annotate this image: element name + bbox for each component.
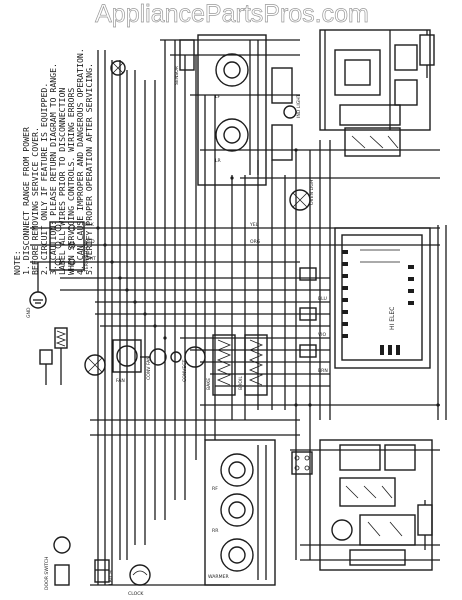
switch-icon — [344, 127, 401, 157]
sensor-device: SENSOR — [174, 39, 195, 85]
ground-icon: GND — [26, 262, 47, 318]
note-line-4: 3. CAUTION: PLEASE RETURN DIAGRAM TO RAN… — [48, 63, 58, 275]
terminal-block-label: TERM BLOCK — [84, 241, 90, 273]
top-right-relays — [319, 29, 431, 131]
bottom-connector — [291, 451, 313, 475]
wire-tag-red: RED — [85, 239, 95, 245]
wire-tag-blu: BLU — [318, 296, 327, 302]
note-line-0: NOTE: — [12, 250, 22, 275]
oven-light-label: OVEN LIGHT — [309, 177, 315, 205]
door-switch-label: DOOR SWITCH — [44, 557, 50, 590]
wire-tag-blk: BLK — [85, 222, 95, 228]
rf-label: RF — [212, 486, 218, 492]
note-line-3: 2. CIRCUIT ONLY IF FEATURE IS EQUIPPED. — [39, 83, 49, 275]
indicator-light: IND LIGHT — [283, 94, 302, 119]
top-left-lamp — [110, 60, 126, 76]
control-board: HI ELEC — [334, 227, 431, 369]
wire-color-tags: BLK RED WHT YEL ORG BLU VIO BRN — [85, 222, 328, 374]
board-connectors — [299, 267, 317, 358]
lr-label: LR — [215, 158, 222, 164]
bake-label: BAKE — [206, 378, 212, 390]
latch-device: LATCH — [94, 559, 114, 585]
fan-label: FAN — [116, 378, 125, 384]
bottom-right-fuse — [417, 500, 433, 550]
clock-label: CLOCK — [128, 591, 144, 597]
rr-label: RR — [212, 528, 219, 534]
wire-tag-yel: YEL — [249, 222, 259, 228]
notes-block: NOTE: 1. DISCONNECT RANGE FROM POWER BEF… — [12, 48, 94, 275]
junction-dots — [96, 148, 440, 407]
top-right-fuse — [419, 30, 435, 78]
bottom-switch-cluster: RF RR WARMER — [204, 439, 276, 586]
door-switch: DOOR SWITCH — [44, 536, 71, 590]
convect-label: CONVECT — [182, 359, 188, 382]
note-line-1: 1. DISCONNECT RANGE FROM POWER — [21, 127, 31, 275]
motor-icon: FAN — [112, 339, 142, 384]
warmer-label: WARMER — [208, 574, 229, 580]
note-line-5: LABEL ALL WIRES PRIOR TO DISCONNECTION — [57, 88, 67, 275]
latch-label: LATCH — [108, 570, 114, 585]
oven-light-lamp: OVEN LIGHT — [289, 177, 315, 211]
wire-tag-wht: WHT — [85, 256, 96, 262]
terminal-block: TERM BLOCK — [49, 221, 90, 273]
ind-light-label: IND LIGHT — [296, 94, 302, 118]
conv-fan-label: CONV FAN — [146, 356, 152, 380]
note-line-7: 4. CAN CAUSE IMPROPER AND DANGEROUS OPER… — [75, 48, 85, 275]
clock-device: CLOCK — [128, 564, 151, 597]
watermark: AppliancePartsPros.com — [95, 0, 369, 28]
note-line-6: WHEN SERVICING CONTROLS. WIRING ERRORS — [66, 88, 76, 275]
note-line-2: BEFORE REMOVING SERVICE COVER. — [30, 127, 40, 275]
bottom-right-relays — [319, 439, 433, 571]
broil-element: BROIL — [238, 334, 268, 396]
convect-element: CONVECT — [182, 346, 206, 382]
bake-element: BAKE — [206, 334, 236, 396]
lamp-icon — [84, 354, 106, 376]
relay-icon — [140, 348, 182, 366]
heater-icon — [39, 327, 68, 385]
broil-label: BROIL — [238, 376, 244, 390]
board-label: HI ELEC — [389, 307, 396, 330]
wire-tag-vio: VIO — [318, 332, 326, 338]
wire-tag-org: ORG — [250, 239, 261, 245]
conv-fan: CONV FAN — [146, 356, 152, 380]
top-switch-cluster: LF LR — [197, 34, 293, 186]
ground-label: GND — [26, 307, 32, 318]
lf-label: LF — [215, 94, 221, 100]
note-line-8: 5. VERIFY PROPER OPERATION AFTER SERVICI… — [84, 63, 94, 275]
wire-tag-brn: BRN — [318, 368, 328, 374]
sensor-label: SENSOR — [174, 65, 180, 85]
